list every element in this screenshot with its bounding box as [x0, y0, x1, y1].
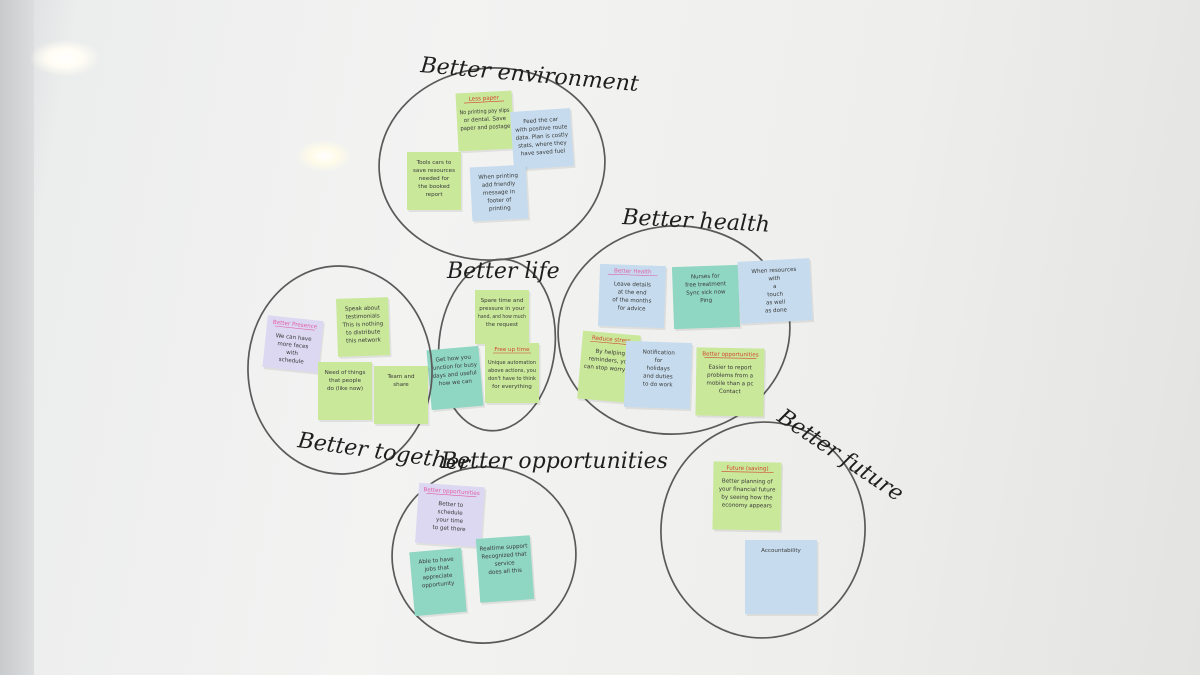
sticky-note: Tools cars to save resources needed for the…	[407, 152, 463, 212]
sticky-note: When printingadd friendlymessage infoote…	[470, 164, 530, 223]
note-line: for advice	[618, 306, 647, 313]
note-line: Notification	[643, 349, 676, 356]
note-line: economy appears	[722, 503, 772, 510]
note-line: touch	[767, 292, 784, 299]
note-line: as well	[766, 299, 786, 306]
note-line: for	[655, 358, 664, 364]
note-line: a	[773, 284, 777, 290]
cluster-title: Better opportunities	[440, 449, 668, 474]
note-line: hand, and how much	[478, 314, 526, 320]
note-line: Ping	[700, 298, 713, 304]
sticky-note: Accountability	[745, 540, 819, 616]
note-line: with	[286, 350, 299, 357]
note-line: at the end	[618, 289, 648, 296]
cluster-better-opportunities: Better opportunitiesBetter opportunities…	[381, 449, 668, 655]
note-line: do (like now)	[327, 386, 363, 392]
sticky-note: Better opportunitiesEasier to reportprob…	[695, 347, 766, 418]
note-line: save resources	[413, 168, 455, 174]
note-line: mobile than a pc	[706, 381, 753, 388]
note-line: needed for	[419, 176, 450, 182]
cluster-title: Better environment	[418, 53, 639, 97]
note-line: the booked	[418, 184, 450, 190]
note-line: pressure in your	[479, 306, 525, 312]
note-line: report	[425, 192, 443, 198]
cluster-better-environment: Better environmentLess paperNo printing …	[373, 53, 640, 268]
note-line: above actions, you	[488, 368, 536, 374]
sticky-note: Less paperNo printing pay slipsor dental…	[456, 90, 517, 153]
sticky-note: Spare time and pressure in your hand, and …	[475, 290, 531, 346]
sticky-note: Notification for holidaysand dutiesto do w…	[624, 341, 694, 411]
note-line: Accountability	[761, 548, 801, 554]
note-line: Need of things	[325, 370, 366, 376]
note-line: that people	[329, 378, 362, 384]
sticky-note: Team and share	[374, 366, 430, 426]
note-line: as done	[765, 307, 788, 314]
note-line: don't have to think	[488, 376, 537, 382]
cluster-title: Better future	[772, 404, 908, 507]
note-line: by seeing how the	[721, 495, 773, 502]
note-title: Future (saving)	[726, 466, 768, 473]
note-line: holidays	[646, 366, 670, 373]
note-line: your financial future	[719, 487, 776, 494]
note-line: with	[768, 276, 781, 283]
sticky-note: Better HealthLeave detailsat the endof t…	[598, 264, 668, 330]
note-line: Better planning of	[722, 479, 774, 486]
note-line: Tools cars to	[416, 160, 452, 166]
note-line: to distribute	[346, 329, 381, 336]
note-title: Free up time	[494, 347, 530, 353]
note-line: Easier to report	[708, 365, 752, 372]
note-line: share	[393, 382, 409, 388]
note-line: and duties	[643, 373, 673, 380]
note-line: printing	[489, 205, 512, 212]
cluster-title: Better health	[621, 205, 771, 238]
note-line: Spare time and	[481, 298, 524, 304]
note-line: Nurses for	[691, 273, 721, 280]
note-line: Contact	[719, 389, 742, 395]
note-line: to do work	[643, 381, 674, 388]
cluster-title: Better life	[446, 259, 560, 284]
note-line: testimonials	[345, 313, 379, 320]
note-line: Speak about	[345, 305, 381, 312]
cluster-better-life: Better lifeSpare time and pressure in you…	[426, 253, 563, 436]
note-line: Team and	[386, 374, 415, 380]
sticky-note: Speak abouttestimonialsThis is nothingto…	[336, 297, 392, 359]
note-line: problems from a	[707, 373, 753, 380]
sticky-note: Need of things that people do (like now)	[318, 362, 374, 422]
note-line: the request	[486, 322, 519, 328]
note-line: this network	[346, 337, 382, 344]
note-line: Unique automation	[488, 360, 536, 366]
note-line: for everything	[492, 384, 532, 390]
